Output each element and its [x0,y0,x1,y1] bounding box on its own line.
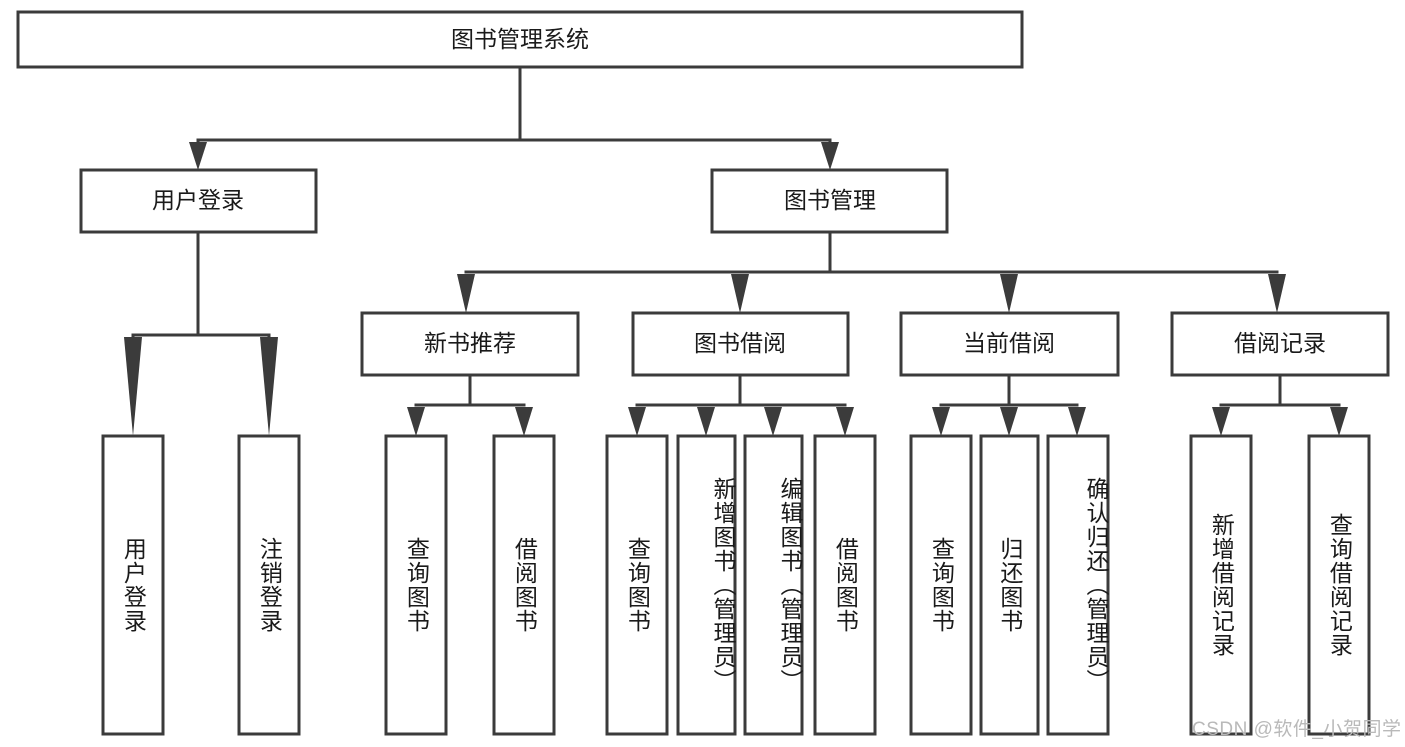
node-borrow-record-label: 借阅记录 [1234,330,1326,356]
arrow-to-leaf-add-record [1212,407,1230,436]
connector-group-book-borrow [628,373,854,436]
arrow-to-leaf-query-book-2 [628,407,646,436]
leaf-query-book-1-box[interactable] [384,434,448,736]
leaf-query-book-2-box[interactable] [605,434,669,736]
arrow-to-leaf-return-book [1000,407,1018,436]
leaf-return-book-box[interactable] [979,434,1040,736]
node-book-management-label: 图书管理 [784,187,876,213]
arrow-to-leaf-edit-book [764,407,782,436]
arrow-to-book-management [821,142,839,170]
leaf-edit-book-box[interactable] [743,434,804,736]
leaf-query-book-3-box[interactable] [909,434,973,736]
leaf-add-book-box[interactable] [676,434,737,736]
node-book-management-box[interactable] [710,168,949,234]
csdn-watermark: CSDN @软件_小贺同学 [1192,719,1402,740]
arrow-to-leaf-query-book-1 [407,407,425,436]
connector-group-borrow-record [1212,373,1348,436]
node-new-book-recommend-box[interactable] [360,311,580,377]
leaf-add-record-box[interactable] [1189,434,1253,736]
connector-group-user-login [124,230,278,436]
node-current-borrow-box[interactable] [899,311,1120,377]
arrow-to-borrow-record [1268,274,1286,313]
node-borrow-record-box[interactable] [1170,311,1390,377]
arrow-to-new-book-recommend [457,274,475,313]
arrow-to-leaf-add-book [697,407,715,436]
connector-group-root [189,65,839,170]
arrow-to-leaf-borrow-book-2 [836,407,854,436]
node-root-box[interactable] [16,10,1024,69]
node-root-label: 图书管理系统 [451,26,589,52]
arrow-to-leaf-query-book-3 [932,407,950,436]
node-current-borrow-label: 当前借阅 [963,330,1055,356]
connector-group-book-management [457,230,1286,313]
leaf-borrow-book-2-box[interactable] [813,434,877,736]
arrow-to-book-borrow [731,274,749,313]
node-book-borrow-box[interactable] [631,311,850,377]
leaf-borrow-book-1-box[interactable] [492,434,556,736]
arrow-to-leaf-borrow-book-1 [515,407,533,436]
leaf-logout-login-box[interactable] [237,434,301,736]
leaf-user-login-box[interactable] [101,434,165,736]
node-user-login-box[interactable] [79,168,318,234]
connector-group-new-book-recommend [407,373,533,436]
node-book-borrow-label: 图书借阅 [694,330,786,356]
leaf-confirm-return-box[interactable] [1046,434,1110,736]
node-new-book-recommend-label: 新书推荐 [424,330,516,356]
connector-group-current-borrow [932,373,1086,436]
arrow-to-leaf-confirm-return [1068,407,1086,436]
arrow-to-user-login [189,142,207,170]
arrow-to-current-borrow [1000,274,1018,313]
arrow-to-leaf-query-record [1330,407,1348,436]
node-user-login-label: 用户登录 [152,187,244,213]
leaf-query-record-box[interactable] [1307,434,1371,736]
